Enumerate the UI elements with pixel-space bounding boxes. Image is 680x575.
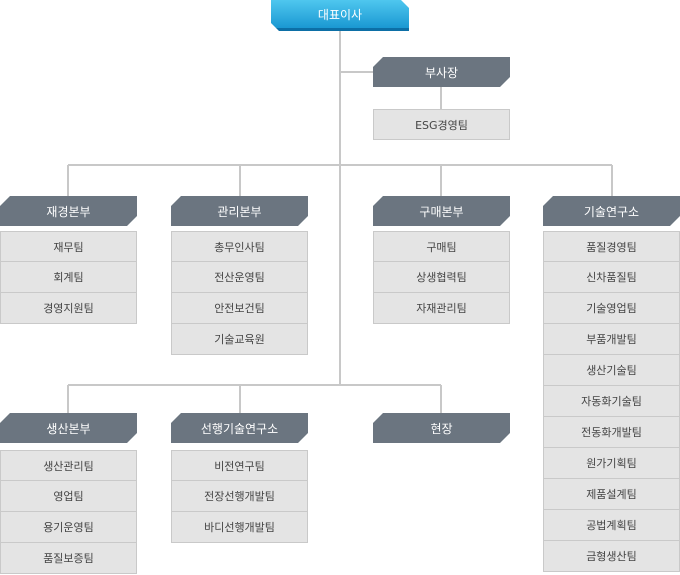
team-item: 비전연구팀 — [171, 450, 308, 481]
division-teams-management: 총무인사팀 전산운영팀 안전보건팀 기술교육원 — [171, 231, 308, 355]
team-item: 자동화기술팀 — [543, 386, 680, 417]
team-item: 회계팀 — [0, 262, 137, 293]
team-item: 상생협력팀 — [373, 262, 510, 293]
division-teams-purchasing: 구매팀 상생협력팀 자재관리팀 — [373, 231, 510, 324]
team-item: 생산관리팀 — [0, 450, 137, 481]
division-header-management: 관리본부 — [171, 196, 308, 226]
team-item: 바디선행개발팀 — [171, 512, 308, 543]
team-item: 구매팀 — [373, 231, 510, 262]
division-header-field: 현장 — [373, 413, 510, 443]
team-item: 기술영업팀 — [543, 293, 680, 324]
team-item: 금형생산팀 — [543, 541, 680, 572]
division-header-advanced-tech-lab: 선행기술연구소 — [171, 413, 308, 443]
team-item: 생산기술팀 — [543, 355, 680, 386]
team-item: 신차품질팀 — [543, 262, 680, 293]
team-item: 공법계획팀 — [543, 510, 680, 541]
team-item: 부품개발팀 — [543, 324, 680, 355]
team-item: 총무인사팀 — [171, 231, 308, 262]
team-item: 자재관리팀 — [373, 293, 510, 324]
team-item: 용기운영팀 — [0, 512, 137, 543]
division-teams-advanced-tech-lab: 비전연구팀 전장선행개발팀 바디선행개발팀 — [171, 450, 308, 543]
team-item: 전동화개발팀 — [543, 417, 680, 448]
team-item: 제품설계팀 — [543, 479, 680, 510]
division-header-tech-lab: 기술연구소 — [543, 196, 680, 226]
team-item: 안전보건팀 — [171, 293, 308, 324]
team-item: 경영지원팀 — [0, 293, 137, 324]
division-teams-finance: 재무팀 회계팀 경영지원팀 — [0, 231, 137, 324]
team-item: 전장선행개발팀 — [171, 481, 308, 512]
team-item: 영업팀 — [0, 481, 137, 512]
vp-header: 부사장 — [373, 57, 510, 87]
division-teams-tech-lab: 품질경영팀 신차품질팀 기술영업팀 부품개발팀 생산기술팀 자동화기술팀 전동화… — [543, 231, 680, 572]
division-teams-production: 생산관리팀 영업팀 용기운영팀 품질보증팀 — [0, 450, 137, 574]
vp-team-esg: ESG경영팀 — [373, 109, 510, 140]
team-item: 품질경영팀 — [543, 231, 680, 262]
division-header-purchasing: 구매본부 — [373, 196, 510, 226]
team-item: 전산운영팀 — [171, 262, 308, 293]
team-item: 품질보증팀 — [0, 543, 137, 574]
team-item: 원가기획팀 — [543, 448, 680, 479]
team-item: 기술교육원 — [171, 324, 308, 355]
division-header-finance: 재경본부 — [0, 196, 137, 226]
division-header-production: 생산본부 — [0, 413, 137, 443]
team-item: 재무팀 — [0, 231, 137, 262]
ceo-box: 대표이사 — [271, 0, 409, 31]
